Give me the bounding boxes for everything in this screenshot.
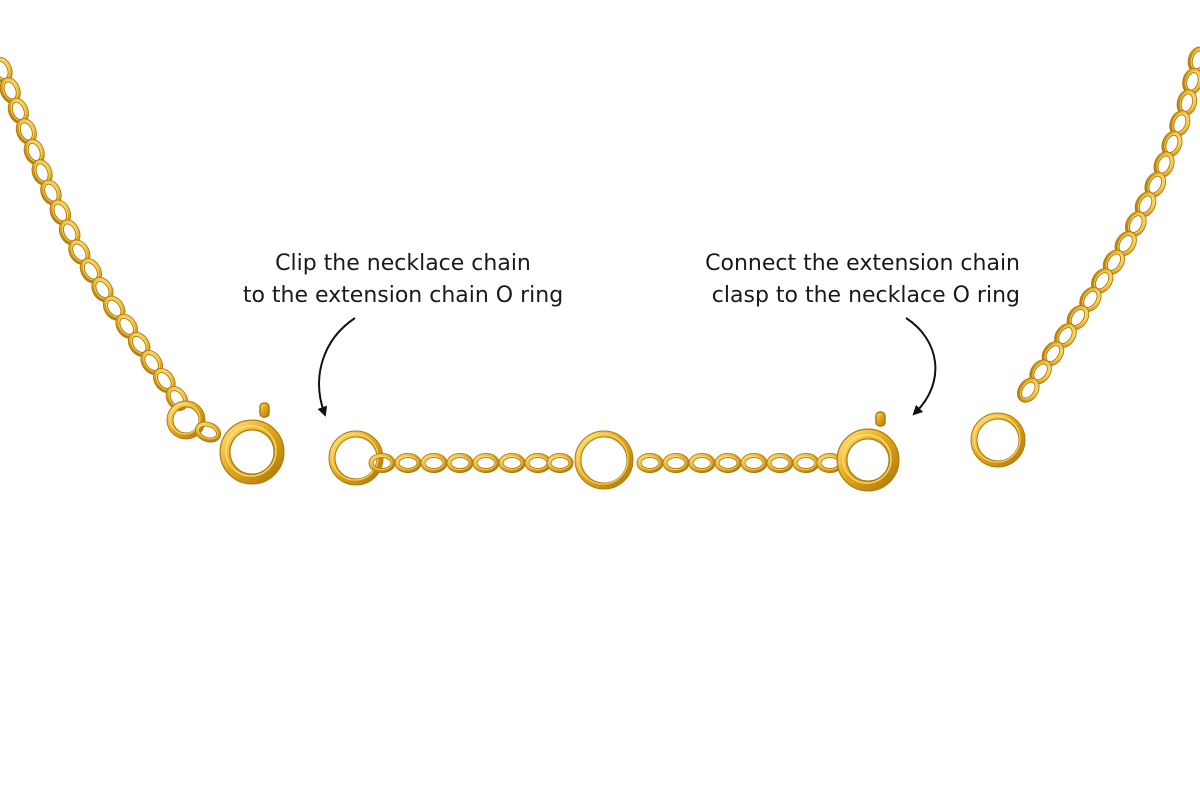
- necklace-o-ring: [970, 412, 1026, 468]
- necklace-chain-link: [194, 421, 222, 443]
- curved-arrow-down-left-icon: [317, 317, 356, 417]
- necklace-jump-ring: [166, 400, 206, 440]
- caption-left-line2: to the extension chain O ring: [242, 283, 564, 308]
- necklace-chain-link: [1017, 377, 1040, 403]
- extension-chain-link: [766, 453, 794, 473]
- spring-ring-clasp-icon: [219, 402, 285, 485]
- extension-chain-link: [792, 453, 820, 473]
- extension-chain-link: [446, 453, 474, 473]
- extension-chain-link: [498, 453, 526, 473]
- extension-chain-link: [714, 453, 742, 473]
- extension-chain-link: [636, 453, 664, 473]
- caption-right-line2: clasp to the necklace O ring: [711, 283, 1020, 308]
- curved-arrow-down-right-icon: [905, 317, 937, 416]
- caption-right-line1: Connect the extension chain: [705, 251, 1020, 276]
- extension-chain-link: [472, 453, 500, 473]
- extension-chain-link: [662, 453, 690, 473]
- extension-chain-link: [420, 453, 448, 473]
- extension-chain-link: [546, 453, 574, 473]
- extension-chain-link: [740, 453, 768, 473]
- caption-left: Clip the necklace chain to the extension…: [220, 248, 586, 312]
- extension-chain-link: [688, 453, 716, 473]
- caption-right: Connect the extension chain clasp to the…: [660, 248, 1020, 312]
- extension-chain-link: [394, 453, 422, 473]
- extension-chain-link: [368, 453, 396, 473]
- extension-middle-ring: [574, 430, 634, 490]
- spring-ring-clasp-icon: [836, 411, 900, 492]
- chain-layer: [0, 46, 1200, 492]
- arrow-layer: [317, 317, 937, 417]
- caption-left-line1: Clip the necklace chain: [275, 251, 531, 276]
- extension-chain-link: [524, 453, 552, 473]
